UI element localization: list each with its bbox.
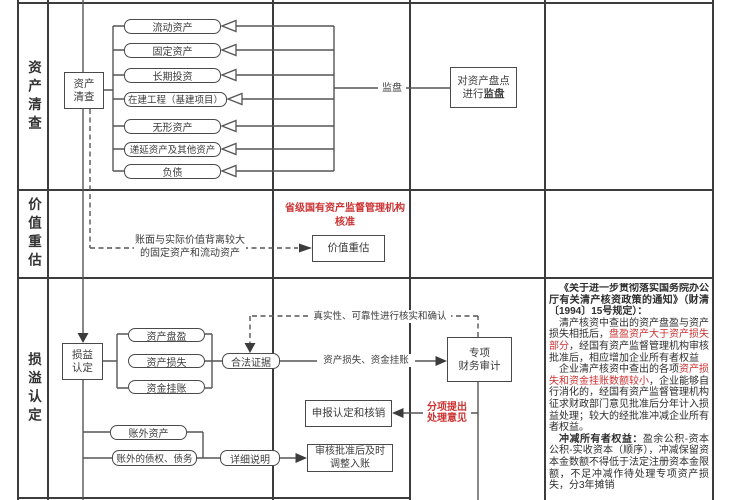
node-offbook-assets: 账外资产 — [110, 425, 187, 440]
edge-label-deviation-condition: 账面与实际价值背离较大 的固定资产和流动资产 — [134, 233, 246, 260]
node-special-financial-audit: 专项 财务审计 — [447, 337, 512, 382]
arrowhead-icons — [77, 243, 447, 463]
row-header-label: 资产清查 — [26, 59, 41, 134]
node-loss-determination-root: 损益 认定 — [62, 343, 103, 380]
regulation-text-block: 《关于进一步贯彻落实国务院办公厅有关清产核资政策的通知》（财清〔1994〕15号… — [549, 283, 709, 500]
table-grid — [17, 0, 714, 500]
row-header-revaluation: 价值重估 — [18, 190, 48, 278]
regulation-para-surplus: 清产核资中查出的资产盘盈与资产损失相抵后，盘盈资产大于资产损失部分，经国有资产监… — [549, 317, 709, 364]
edge-label-loss-and-funds: 资产损失、资金挂账 — [317, 354, 415, 367]
node-detailed-explanation: 详细说明 — [220, 450, 280, 466]
node-construction-in-progress: 在建工程（基建项目） — [124, 92, 227, 107]
node-asset-loss: 资产损失 — [128, 354, 205, 369]
row-header-label: 价值重估 — [26, 197, 41, 271]
note-provincial-approval: 省级国有资产监督管理机构 核准 — [281, 202, 409, 230]
node-pending-funds: 资金挂账 — [128, 380, 205, 395]
row-header-asset-check: 资产清查 — [18, 3, 48, 190]
edge-label-supervise: 监盘 — [378, 81, 406, 95]
node-declare-writeoff: 申报认定和核销 — [305, 400, 392, 427]
node-supervise-stocktaking: 对资产盘点 进行监盘 — [450, 67, 517, 108]
edge-label-verify-authenticity: 真实性、可靠性进行核实和确认 — [309, 310, 451, 323]
node-asset-check-root: 资产 清查 — [64, 72, 104, 109]
node-offbook-claims-debts: 账外的债权、债务 — [112, 450, 197, 466]
regulation-title: 《关于进一步贯彻落实国务院办公厅有关清产核资政策的通知》（财清〔1994〕15号… — [549, 283, 709, 318]
regulation-para-small-loss: 企业清产核资中查出的各项资产损失和资金挂账数额较小，企业能够自行消化的，经国有资… — [549, 364, 709, 434]
node-intangible-assets: 无形资产 — [124, 119, 221, 134]
node-adjust-after-approval: 审核批准后及时 调整入账 — [307, 444, 393, 472]
row-header-loss-determination: 损溢认定 — [18, 278, 48, 500]
node-legal-evidence: 合法证据 — [222, 353, 280, 369]
node-fixed-assets: 固定资产 — [124, 43, 221, 58]
hollow-arrow-icons — [220, 19, 243, 178]
node-liabilities: 负债 — [124, 164, 221, 179]
node-current-assets: 流动资产 — [124, 19, 221, 34]
node-long-term-investment: 长期投资 — [124, 68, 221, 83]
node-deferred-other-assets: 递延资产及其他资产 — [124, 142, 221, 157]
node-revaluation: 价值重估 — [312, 235, 385, 262]
regulation-para-equity-offset: 冲减所有者权益：盈余公积-资本公积-实收资本（顺序），冲减保留资本金数额不得低于… — [549, 433, 709, 492]
node-asset-surplus: 资产盘盈 — [128, 328, 205, 343]
row-header-label: 损溢认定 — [26, 352, 41, 426]
edge-label-itemized-opinion: 分项提出 处理意见 — [423, 401, 471, 425]
